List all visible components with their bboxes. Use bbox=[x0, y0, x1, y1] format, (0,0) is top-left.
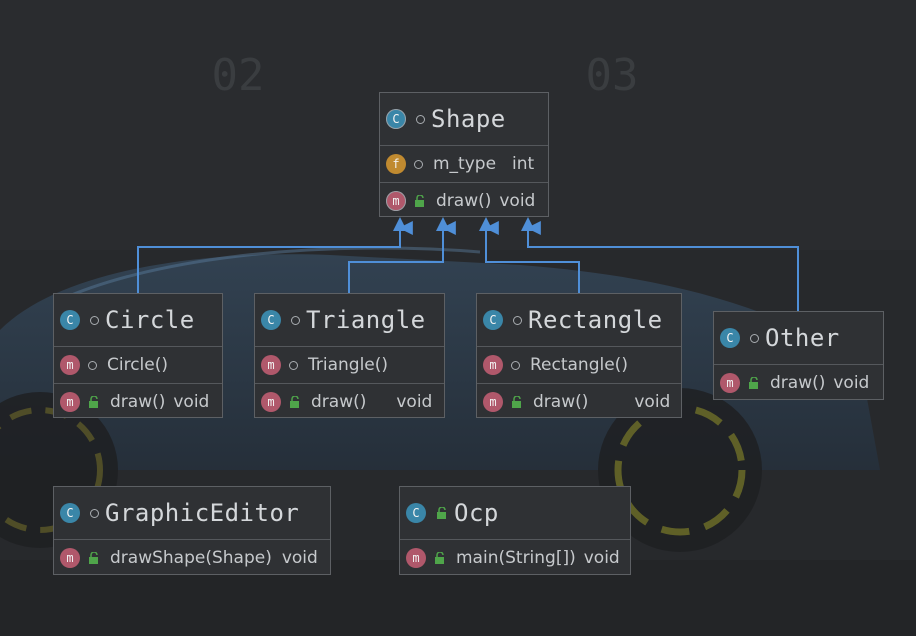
class-triangle[interactable]: C Triangle m Triangle() m draw() void bbox=[254, 293, 445, 418]
public-lock-icon bbox=[290, 396, 299, 408]
method-name: draw() bbox=[311, 392, 367, 412]
class-rectangle[interactable]: C Rectangle m Rectangle() m draw() void bbox=[476, 293, 682, 418]
class-icon: C bbox=[60, 310, 80, 330]
field-row[interactable]: f m_type int bbox=[380, 146, 548, 183]
class-other[interactable]: C Other m draw() void bbox=[713, 311, 884, 400]
package-private-icon bbox=[88, 360, 97, 370]
class-other-header[interactable]: C Other bbox=[714, 312, 883, 365]
watermark-left: 02 bbox=[212, 50, 265, 101]
class-rectangle-header[interactable]: C Rectangle bbox=[477, 294, 681, 347]
method-name: draw() bbox=[770, 373, 826, 393]
field-type: int bbox=[512, 154, 535, 174]
class-triangle-header[interactable]: C Triangle bbox=[255, 294, 444, 347]
class-name: GraphicEditor bbox=[105, 499, 300, 527]
constructor-row[interactable]: m Rectangle() bbox=[477, 347, 681, 384]
public-lock-icon bbox=[89, 396, 98, 408]
public-lock-icon bbox=[437, 507, 446, 519]
method-row[interactable]: m draw() void bbox=[255, 384, 444, 420]
method-row[interactable]: m draw() void bbox=[477, 384, 681, 420]
method-row[interactable]: m draw() void bbox=[380, 183, 548, 219]
package-private-icon bbox=[90, 315, 99, 325]
method-type: void bbox=[173, 392, 210, 412]
method-name: main(String[]) bbox=[456, 548, 576, 568]
class-name: Triangle bbox=[306, 306, 426, 334]
public-lock-icon bbox=[435, 552, 444, 564]
package-private-icon bbox=[511, 360, 520, 370]
package-private-icon bbox=[513, 315, 522, 325]
class-ocp-header[interactable]: C Ocp bbox=[400, 487, 630, 540]
class-icon: C bbox=[483, 310, 503, 330]
constructor-name: Triangle() bbox=[308, 355, 389, 375]
package-private-icon bbox=[750, 333, 759, 343]
method-type: void bbox=[634, 392, 671, 412]
method-row[interactable]: m draw() void bbox=[54, 384, 222, 420]
method-name: draw() bbox=[533, 392, 589, 412]
package-private-icon bbox=[291, 315, 300, 325]
package-private-icon bbox=[90, 508, 99, 518]
method-row[interactable]: m main(String[]) void bbox=[400, 540, 630, 576]
method-icon: m bbox=[386, 191, 406, 211]
watermark-right: 03 bbox=[586, 50, 639, 101]
method-icon: m bbox=[60, 548, 80, 568]
static-method-icon: m bbox=[406, 548, 426, 568]
package-private-icon bbox=[414, 159, 423, 169]
runnable-class-icon: C bbox=[406, 503, 426, 523]
constructor-name: Circle() bbox=[107, 355, 169, 375]
public-lock-icon bbox=[89, 552, 98, 564]
class-shape-header[interactable]: C Shape bbox=[380, 93, 548, 146]
class-circle[interactable]: C Circle m Circle() m draw() void bbox=[53, 293, 223, 418]
class-circle-header[interactable]: C Circle bbox=[54, 294, 222, 347]
package-private-icon bbox=[416, 114, 425, 124]
method-icon: m bbox=[483, 392, 503, 412]
field-name: m_type bbox=[433, 154, 497, 174]
class-name: Other bbox=[765, 324, 840, 352]
class-icon: C bbox=[386, 109, 406, 129]
method-icon: m bbox=[261, 355, 281, 375]
constructor-name: Rectangle() bbox=[530, 355, 628, 375]
class-ocp[interactable]: C Ocp m main(String[]) void bbox=[399, 486, 631, 575]
method-type: void bbox=[396, 392, 433, 412]
class-graphic-editor[interactable]: C GraphicEditor m drawShape(Shape) void bbox=[53, 486, 331, 575]
class-icon: C bbox=[720, 328, 740, 348]
method-name: drawShape(Shape) bbox=[110, 548, 272, 568]
method-icon: m bbox=[720, 373, 740, 393]
method-icon: m bbox=[60, 392, 80, 412]
method-row[interactable]: m drawShape(Shape) void bbox=[54, 540, 330, 576]
method-icon: m bbox=[60, 355, 80, 375]
method-icon: m bbox=[483, 355, 503, 375]
method-name: draw() bbox=[436, 191, 492, 211]
method-type: void bbox=[583, 548, 620, 568]
class-shape[interactable]: C Shape f m_type int m draw() void bbox=[379, 92, 549, 217]
method-type: void bbox=[281, 548, 318, 568]
method-type: void bbox=[833, 373, 870, 393]
method-row[interactable]: m draw() void bbox=[714, 365, 883, 401]
class-graphic-editor-header[interactable]: C GraphicEditor bbox=[54, 487, 330, 540]
public-lock-icon bbox=[749, 377, 758, 389]
class-name: Shape bbox=[431, 105, 506, 133]
public-lock-icon bbox=[512, 396, 521, 408]
class-name: Rectangle bbox=[528, 306, 663, 334]
method-icon: m bbox=[261, 392, 281, 412]
method-name: draw() bbox=[110, 392, 166, 412]
constructor-row[interactable]: m Circle() bbox=[54, 347, 222, 384]
class-name: Circle bbox=[105, 306, 195, 334]
class-name: Ocp bbox=[454, 499, 499, 527]
class-icon: C bbox=[261, 310, 281, 330]
field-icon: f bbox=[386, 154, 406, 174]
package-private-icon bbox=[289, 360, 298, 370]
method-type: void bbox=[499, 191, 536, 211]
class-icon: C bbox=[60, 503, 80, 523]
public-lock-icon bbox=[415, 195, 424, 207]
constructor-row[interactable]: m Triangle() bbox=[255, 347, 444, 384]
